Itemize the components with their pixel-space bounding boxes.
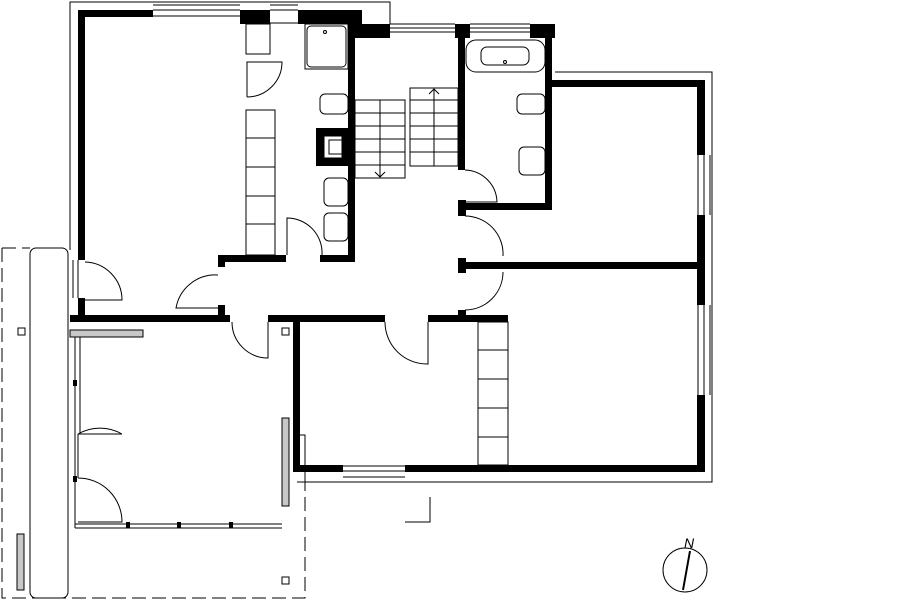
north-label: N [684, 535, 695, 551]
outer-outline [69, 1, 713, 483]
staircase [354, 87, 459, 179]
fixtures [245, 23, 546, 466]
walls [70, 10, 705, 472]
windows [72, 4, 711, 478]
compass-circle [662, 547, 708, 593]
doors [77, 61, 504, 523]
terrace [1, 247, 431, 599]
north-arrow: N [662, 535, 708, 593]
